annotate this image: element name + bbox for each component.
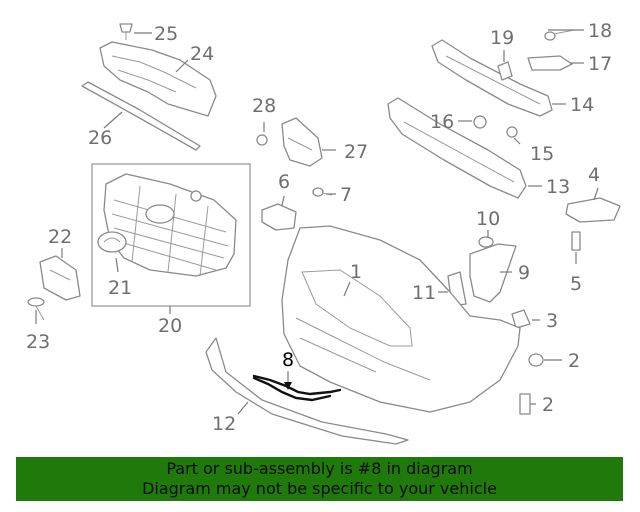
part-1-bumper-cover xyxy=(281,225,521,413)
part-17-bracket xyxy=(527,55,573,71)
notice-banner: Part or sub-assembly is #8 in diagram Di… xyxy=(16,457,623,501)
callout-18: 18 xyxy=(588,20,612,42)
callout-15: 15 xyxy=(530,143,554,165)
callout-24: 24 xyxy=(190,43,214,65)
part-27-bracket xyxy=(281,117,323,167)
callout-1: 1 xyxy=(350,261,362,283)
callout-3: 3 xyxy=(546,310,558,332)
part-15-bolt xyxy=(506,126,518,138)
callout-16: 16 xyxy=(430,111,454,133)
callout-17: 17 xyxy=(588,53,612,75)
part-5-screw xyxy=(571,231,581,251)
part-22-license-bracket xyxy=(39,255,81,301)
callout-21: 21 xyxy=(108,277,132,299)
part-21-emblem xyxy=(97,231,127,253)
part-14-bumper-beam xyxy=(431,39,553,117)
callout-2a: 2 xyxy=(568,350,580,372)
part-6-bracket xyxy=(261,203,297,231)
part-12-lower-lip xyxy=(205,337,409,445)
callout-14: 14 xyxy=(570,94,594,116)
callout-6: 6 xyxy=(278,171,290,193)
callout-28: 28 xyxy=(252,95,276,117)
leader-lines xyxy=(35,29,599,415)
part-2-screw-upper xyxy=(528,353,544,367)
part-25-clip xyxy=(119,23,133,40)
part-7-screw xyxy=(312,187,333,197)
callout-19: 19 xyxy=(490,27,514,49)
callout-20: 20 xyxy=(158,315,182,337)
part-9-bracket xyxy=(469,243,517,303)
callout-5: 5 xyxy=(570,273,582,295)
callout-4: 4 xyxy=(588,164,600,186)
part-16-nut xyxy=(473,115,487,129)
part-19-cap xyxy=(497,61,513,81)
callout-22: 22 xyxy=(48,226,72,248)
part-26-molding-strip xyxy=(81,81,201,151)
part-8-molding-highlighted xyxy=(252,374,342,402)
callout-12: 12 xyxy=(212,413,236,435)
callout-26: 26 xyxy=(88,127,112,149)
part-28-nut xyxy=(256,134,268,146)
callout-8-highlighted: 8 xyxy=(282,349,294,371)
notice-line-2: Diagram may not be specific to your vehi… xyxy=(142,479,497,498)
part-23-screw xyxy=(27,297,45,321)
callout-13: 13 xyxy=(546,176,570,198)
callout-7: 7 xyxy=(340,184,352,206)
part-18-screw xyxy=(544,29,575,41)
callout-27: 27 xyxy=(344,141,368,163)
callout-9: 9 xyxy=(518,262,530,284)
part-2-screw-lower xyxy=(519,393,531,415)
part-13-energy-absorber xyxy=(387,97,527,199)
part-3-clip xyxy=(511,309,531,329)
callout-labels: 25 24 26 28 27 6 7 19 18 17 14 16 15 13 … xyxy=(26,20,612,435)
notice-line-1: Part or sub-assembly is #8 in diagram xyxy=(166,459,473,478)
callout-11: 11 xyxy=(412,282,436,304)
callout-2b: 2 xyxy=(542,394,554,416)
parts-diagram: 25 24 26 28 27 6 7 19 18 17 14 16 15 13 … xyxy=(26,20,621,445)
callout-10: 10 xyxy=(476,208,500,230)
part-4-side-lamp xyxy=(565,197,621,223)
callout-23: 23 xyxy=(26,331,50,353)
part-24-grille-bracket xyxy=(99,41,217,117)
callout-25: 25 xyxy=(154,23,178,45)
part-10-screw xyxy=(478,236,494,248)
